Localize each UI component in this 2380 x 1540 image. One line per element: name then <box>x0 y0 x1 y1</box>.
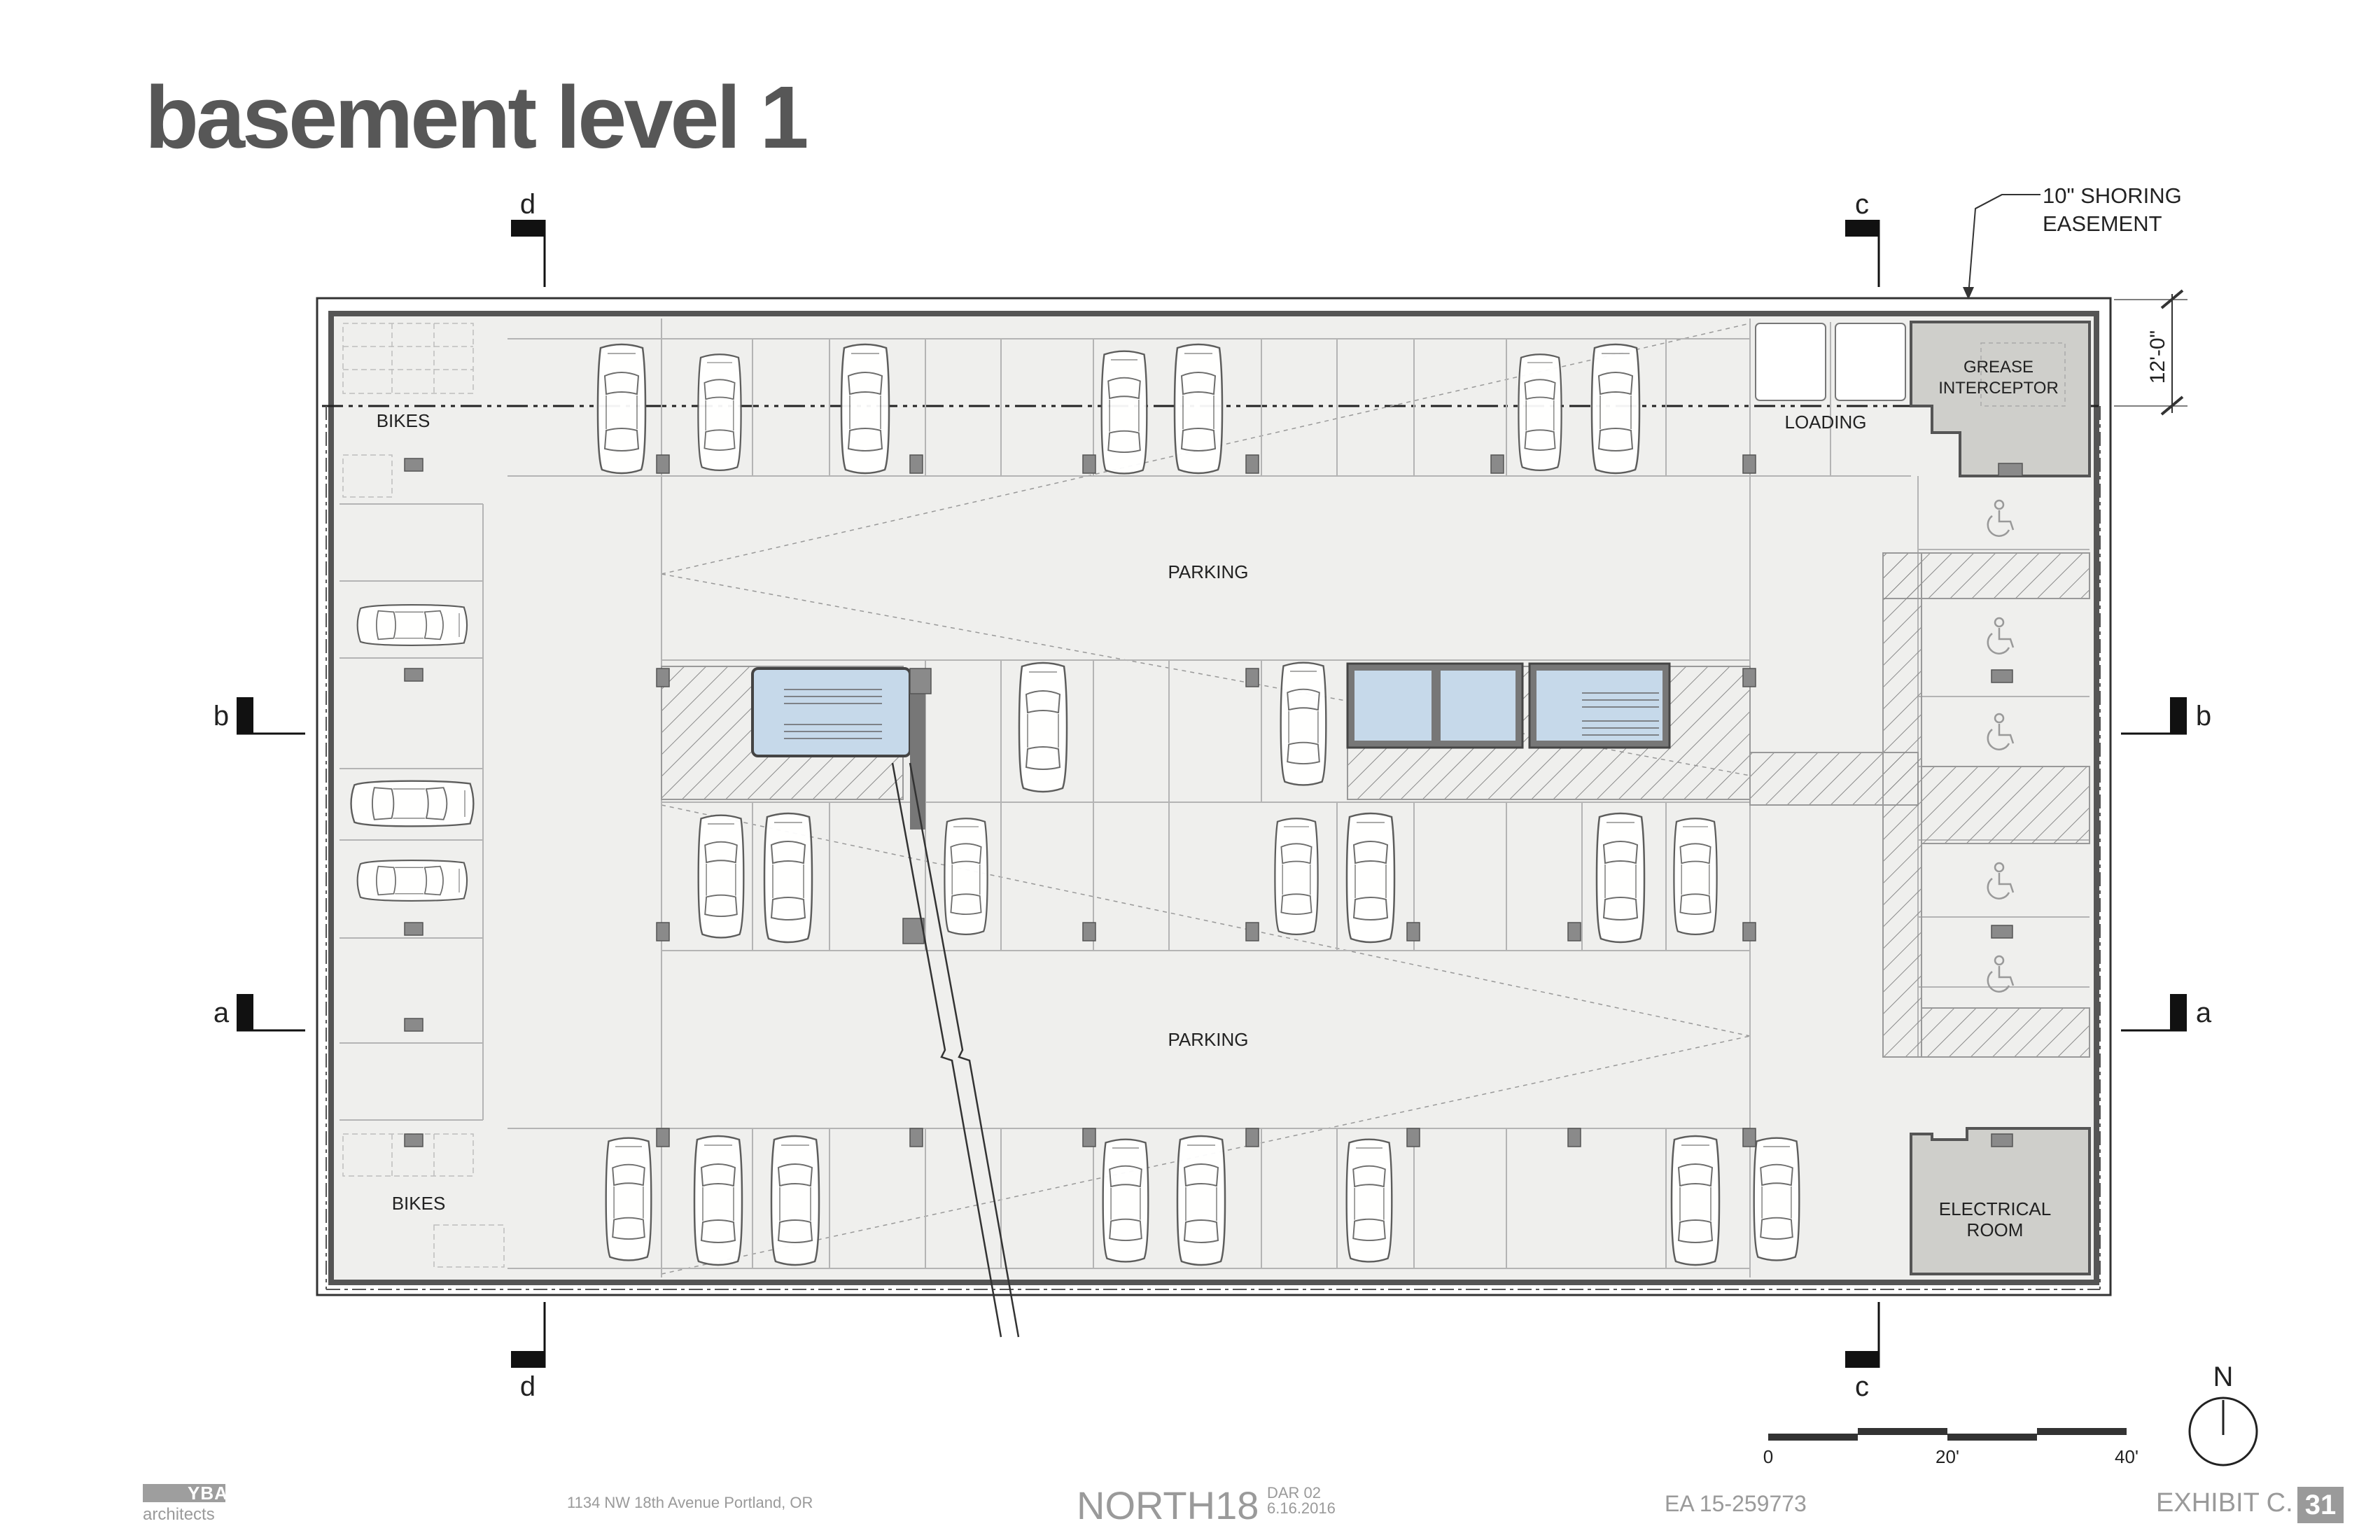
section-d-bottom: d <box>520 1371 536 1402</box>
dar-label: DAR 02 <box>1267 1484 1322 1502</box>
project-name: NORTH18 <box>1077 1483 1259 1527</box>
stair-west <box>751 667 911 757</box>
section-b-right: b <box>2196 701 2211 732</box>
scale-label-0: 0 <box>1763 1446 1773 1467</box>
exhibit-label: EXHIBIT C. <box>2156 1488 2293 1518</box>
section-markers: d d c c b b a a <box>214 189 2212 1402</box>
north-label: N <box>2213 1362 2234 1392</box>
north-arrow-icon: N <box>2188 1362 2258 1466</box>
firm-name: YBA <box>188 1483 228 1504</box>
scale-bar: 0 20' 40' <box>1763 1428 2138 1467</box>
scale-label-40: 40' <box>2115 1446 2138 1467</box>
electrical-label-2: ROOM <box>1967 1219 2024 1240</box>
section-d-top: d <box>520 189 536 220</box>
shoring-annotation-1: 10" SHORING <box>2043 183 2182 208</box>
parking-bottom-label: PARKING <box>1168 1029 1248 1050</box>
electrical-label-1: ELECTRICAL <box>1939 1198 2051 1219</box>
section-a-right: a <box>2196 997 2212 1028</box>
section-a-left: a <box>214 997 230 1028</box>
dar-date: 6.16.2016 <box>1267 1499 1336 1517</box>
section-b-left: b <box>214 701 229 732</box>
bikes-bottom-label: BIKES <box>392 1193 446 1214</box>
scale-label-20: 20' <box>1935 1446 1959 1467</box>
page-title: basement level 1 <box>145 68 809 167</box>
elevator-1 <box>1354 671 1432 741</box>
section-c-top: c <box>1855 189 1869 220</box>
stair-west-treads <box>784 689 882 739</box>
grease-label-2: INTERCEPTOR <box>1938 379 2059 398</box>
section-c-bottom: c <box>1855 1371 1869 1402</box>
elevator-2 <box>1441 671 1516 741</box>
grease-label-1: GREASE <box>1963 358 2033 377</box>
electrical-room <box>1910 1127 2091 1275</box>
parking-top-label: PARKING <box>1168 561 1248 582</box>
grease-interceptor-room <box>1910 321 2091 477</box>
firm-sub: architects <box>143 1505 215 1524</box>
loading-label: LOADING <box>1784 412 1866 433</box>
stall-lines <box>340 318 2090 1278</box>
project-address: 1134 NW 18th Avenue Portland, OR <box>567 1494 813 1511</box>
ea-number: EA 15-259773 <box>1665 1491 1807 1516</box>
break-lines <box>891 762 1020 1338</box>
column <box>910 668 925 830</box>
loading-bays <box>1755 323 1906 401</box>
shoring-annotation-2: EASEMENT <box>2043 211 2162 236</box>
exhibit-number: 31 <box>2297 1487 2344 1523</box>
bikes-top-label: BIKES <box>377 410 430 431</box>
firm-logo <box>143 1484 225 1502</box>
dimension-label: 12'-0" <box>2146 330 2169 384</box>
structural-columns <box>404 454 2023 1147</box>
dar-block: DAR 02 6.16.2016 <box>1267 1485 1336 1516</box>
